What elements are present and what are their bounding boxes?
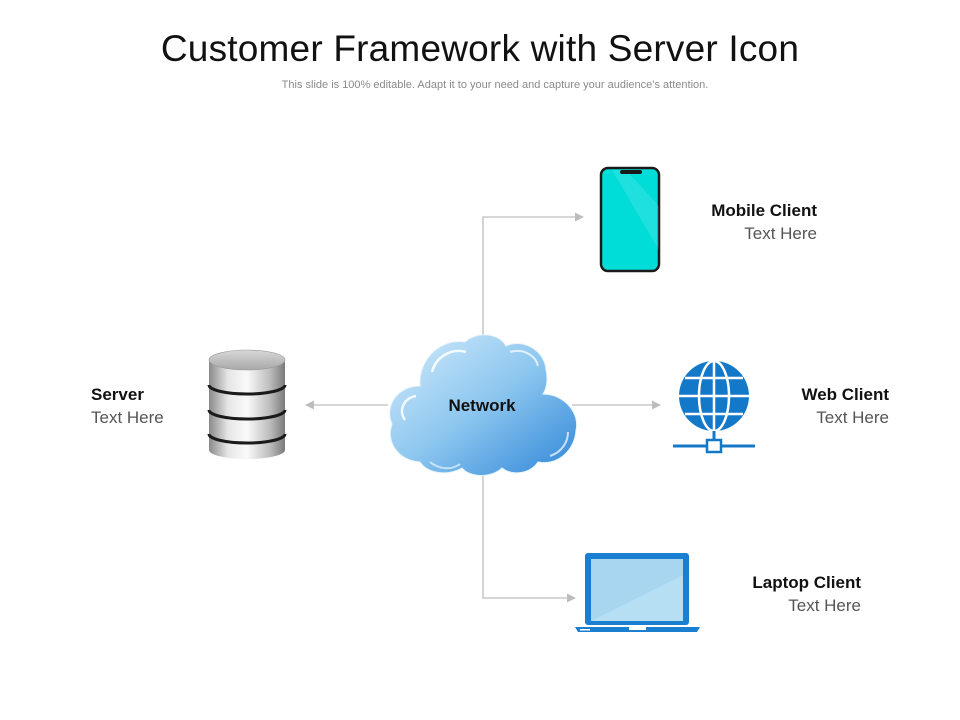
server-title: Server	[91, 385, 144, 404]
mobile-title: Mobile Client	[711, 201, 817, 220]
network-label: Network	[448, 396, 516, 415]
laptop-title: Laptop Client	[752, 573, 861, 592]
mobile-label: Mobile Client Text Here	[660, 199, 817, 245]
connector-mobile	[482, 212, 584, 340]
server-database-icon	[207, 349, 287, 459]
server-label: Server Text Here	[91, 383, 164, 429]
laptop-text: Text Here	[788, 596, 861, 615]
web-text: Text Here	[816, 408, 889, 427]
connectors	[305, 212, 661, 603]
web-label: Web Client Text Here	[740, 383, 889, 429]
page-subtitle: This slide is 100% editable. Adapt it to…	[281, 79, 709, 91]
globe-network-icon	[673, 359, 755, 454]
laptop-label: Laptop Client Text Here	[700, 571, 861, 617]
connector-laptop	[482, 470, 576, 603]
mobile-text: Text Here	[744, 224, 817, 243]
smartphone-icon	[599, 166, 661, 273]
laptop-icon	[575, 553, 700, 632]
cloud-icon	[389, 334, 578, 476]
page-title: Customer Framework with Server Icon	[160, 28, 800, 69]
server-text: Text Here	[91, 408, 164, 427]
web-title: Web Client	[801, 385, 889, 404]
